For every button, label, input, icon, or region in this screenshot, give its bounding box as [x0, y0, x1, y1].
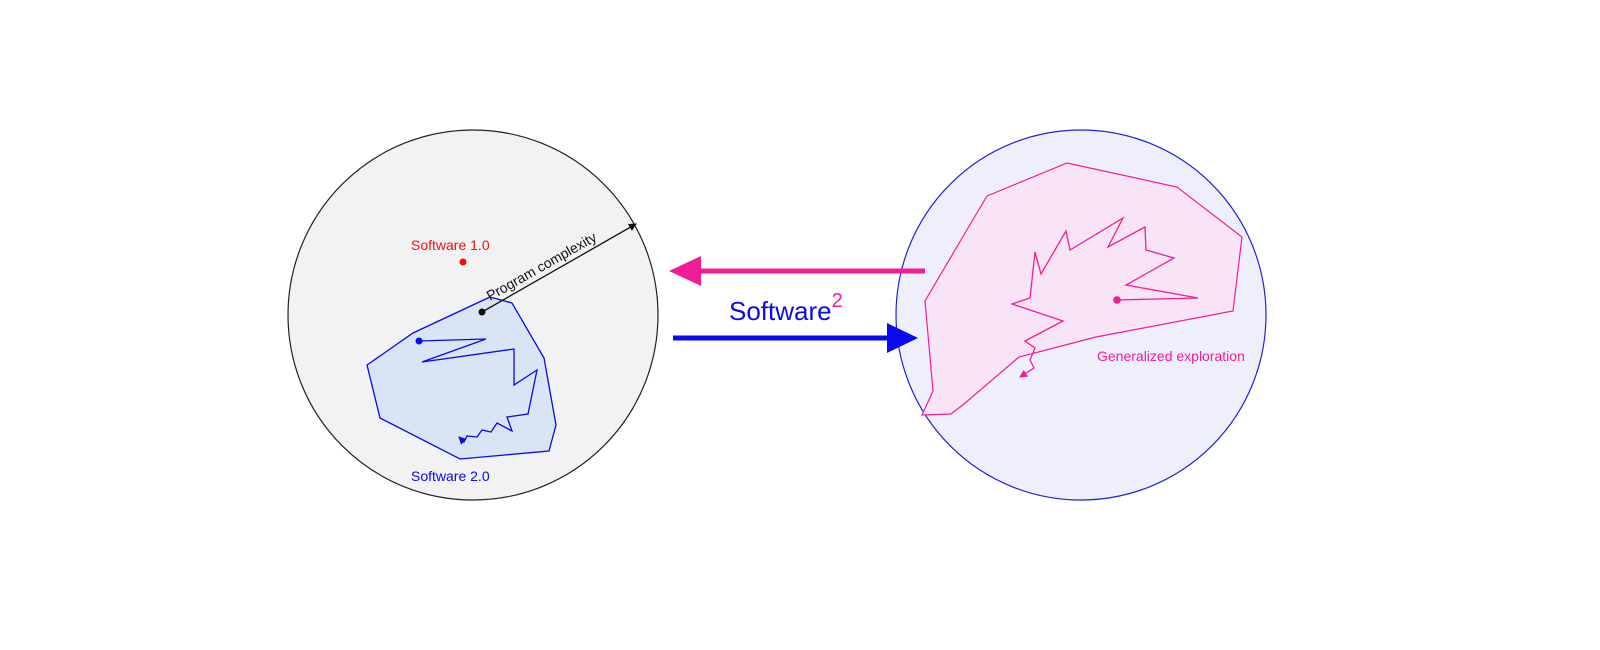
- complexity-origin-dot-icon: [478, 308, 486, 316]
- software-2-start-dot-icon: [415, 337, 423, 345]
- software-squared-title: Software2: [729, 290, 843, 326]
- software-squared-base: Software: [729, 296, 832, 326]
- blue-forward-arrow-icon: [673, 323, 918, 353]
- exploration-start-dot-icon: [1113, 296, 1121, 304]
- software-1-label: Software 1.0: [411, 237, 490, 253]
- software-2-region: [366, 296, 557, 460]
- program-complexity-arrow-icon: [481, 223, 637, 313]
- generalized-exploration-region: [921, 162, 1243, 416]
- software-1-dot-icon: [459, 258, 467, 266]
- software-squared-exponent: 2: [832, 290, 843, 312]
- generalized-exploration-label: Generalized exploration: [1097, 348, 1245, 364]
- exploration-search-path-icon: [1009, 216, 1199, 378]
- software-2-search-path-icon: [418, 338, 538, 445]
- pink-return-arrow-icon: [669, 256, 925, 286]
- software-2-label: Software 2.0: [411, 468, 490, 484]
